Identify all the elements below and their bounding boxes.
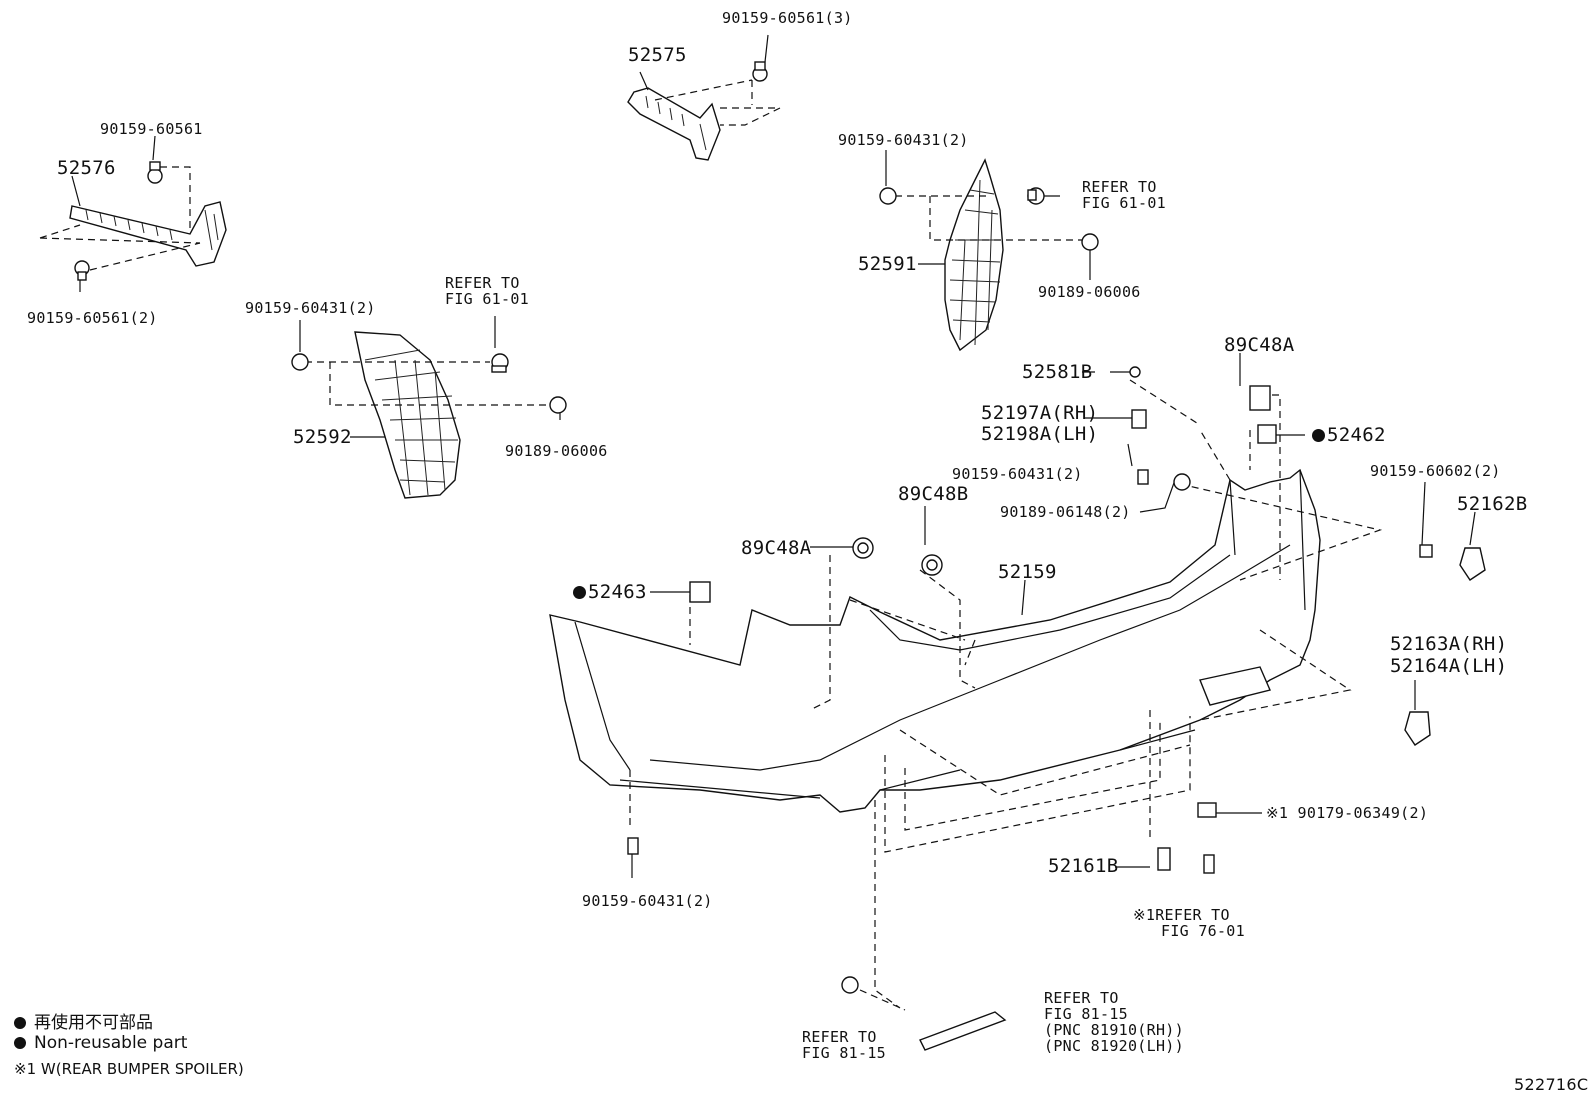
mudguard-52592-shape [354, 331, 461, 499]
clip-90159-60431-left [291, 353, 309, 371]
label-89c48a-left: 89C48A [741, 537, 812, 559]
sensor-89c48a-top [1249, 385, 1271, 411]
cap-52462 [1257, 424, 1277, 444]
label-52575: 52575 [628, 44, 687, 66]
retainer-52575-shape [627, 87, 721, 161]
clip-90189-06148 [1173, 473, 1191, 491]
reflector [919, 1011, 1007, 1051]
cover-52163a [1404, 711, 1431, 746]
clip-90159-60431-right [879, 187, 897, 205]
bumper-cover-52159-shape [549, 468, 1321, 813]
label-90189-06148-2: 90189-06148(2) [1000, 503, 1131, 521]
label-52581b: 52581B [1022, 361, 1093, 383]
label-89c48b: 89C48B [898, 483, 969, 505]
leader-52576-bottom [89, 242, 201, 271]
label-52159: 52159 [998, 561, 1057, 583]
label-52462: 52462 [1312, 425, 1386, 445]
figure-id: 522716C [1514, 1075, 1589, 1094]
non-reusable-marker [1312, 429, 1325, 442]
label-52462-text: 52462 [1327, 424, 1386, 446]
label-90159-60602-2: 90159-60602(2) [1370, 462, 1501, 480]
nut-52581b [1129, 366, 1141, 378]
retainer-52576-shape [69, 201, 227, 267]
mudguard-52591-shape [944, 158, 1004, 352]
legend-japanese: 再使用不可部品 [14, 1008, 153, 1033]
label-90159-60561-2: 90159-60561(2) [27, 309, 158, 327]
label-52162b: 52162B [1457, 493, 1528, 515]
sensor-89c48a-left [852, 537, 874, 559]
clip-81-15 [841, 976, 859, 994]
clip-76-01 [1203, 854, 1215, 874]
label-52463: 52463 [573, 582, 647, 602]
bolt-90159-60431-bottom [627, 837, 639, 855]
leader-52576-left [39, 224, 201, 244]
bullet-icon [14, 1037, 26, 1049]
legend-line-2: Non-reusable part [34, 1033, 188, 1053]
label-ref-76-01: ※1REFER TO FIG 76-01 [1133, 906, 1245, 940]
clip-61-01-left [491, 353, 509, 373]
label-90189-06006-right: 90189-06006 [1038, 283, 1141, 301]
legend-english: Non-reusable part [14, 1033, 187, 1053]
label-90189-06006-left: 90189-06006 [505, 442, 608, 460]
clip-90159-60561-b [74, 260, 90, 281]
label-52164a: 52164A(LH) [1390, 655, 1508, 677]
clip-90159-60561-3 [752, 61, 768, 82]
legend-note: ※1 W(REAR BUMPER SPOILER) [14, 1060, 244, 1078]
label-52591: 52591 [858, 253, 917, 275]
label-89c48a-top: 89C48A [1224, 334, 1295, 356]
bracket-52197a [1131, 409, 1147, 429]
label-90159-60431-right: 90159-60431(2) [838, 131, 969, 149]
label-90159-60431-center: 90159-60431(2) [952, 465, 1083, 483]
label-90159-60431-bottom: 90159-60431(2) [582, 892, 713, 910]
label-52197a: 52197A(RH) [981, 402, 1099, 424]
label-52198a: 52198A(LH) [981, 423, 1099, 445]
label-90159-60561: 90159-60561 [100, 120, 203, 138]
clip-52161b [1157, 847, 1171, 871]
legend-line-1: 再使用不可部品 [34, 1013, 153, 1033]
label-52463-text: 52463 [588, 581, 647, 603]
label-52161b: 52161B [1048, 855, 1119, 877]
label-ref-61-01-left: REFER TO FIG 61-01 [445, 274, 529, 308]
clip-90179-06349 [1197, 802, 1217, 818]
bullet-icon [14, 1017, 26, 1029]
label-90159-60431-left: 90159-60431(2) [245, 299, 376, 317]
cover-52162b [1459, 547, 1486, 581]
clip-61-01-right [1027, 187, 1045, 205]
bolt-90159-60431-center [1137, 469, 1149, 485]
sensor-89c48b [921, 554, 943, 576]
leader-52576-top [160, 166, 191, 230]
cap-52463 [689, 581, 711, 603]
label-ref-81-15-right: REFER TO FIG 81-15 (PNC 81910(RH)) (PNC … [1044, 989, 1184, 1055]
label-52592: 52592 [293, 426, 352, 448]
bolt-90159-60602 [1419, 544, 1433, 558]
label-90179-06349-2: ※1 90179-06349(2) [1266, 804, 1429, 822]
label-52163a: 52163A(RH) [1390, 633, 1508, 655]
clip-90159-60561-a [147, 161, 163, 184]
nut-90189-06006-right [1081, 233, 1099, 251]
label-ref-61-01-right: REFER TO FIG 61-01 [1082, 178, 1166, 212]
nut-90189-06006-left [549, 396, 567, 414]
label-52576: 52576 [57, 157, 116, 179]
label-ref-81-15-left: REFER TO FIG 81-15 [802, 1028, 886, 1062]
non-reusable-marker [573, 586, 586, 599]
label-90159-60561-3: 90159-60561(3) [722, 9, 853, 27]
